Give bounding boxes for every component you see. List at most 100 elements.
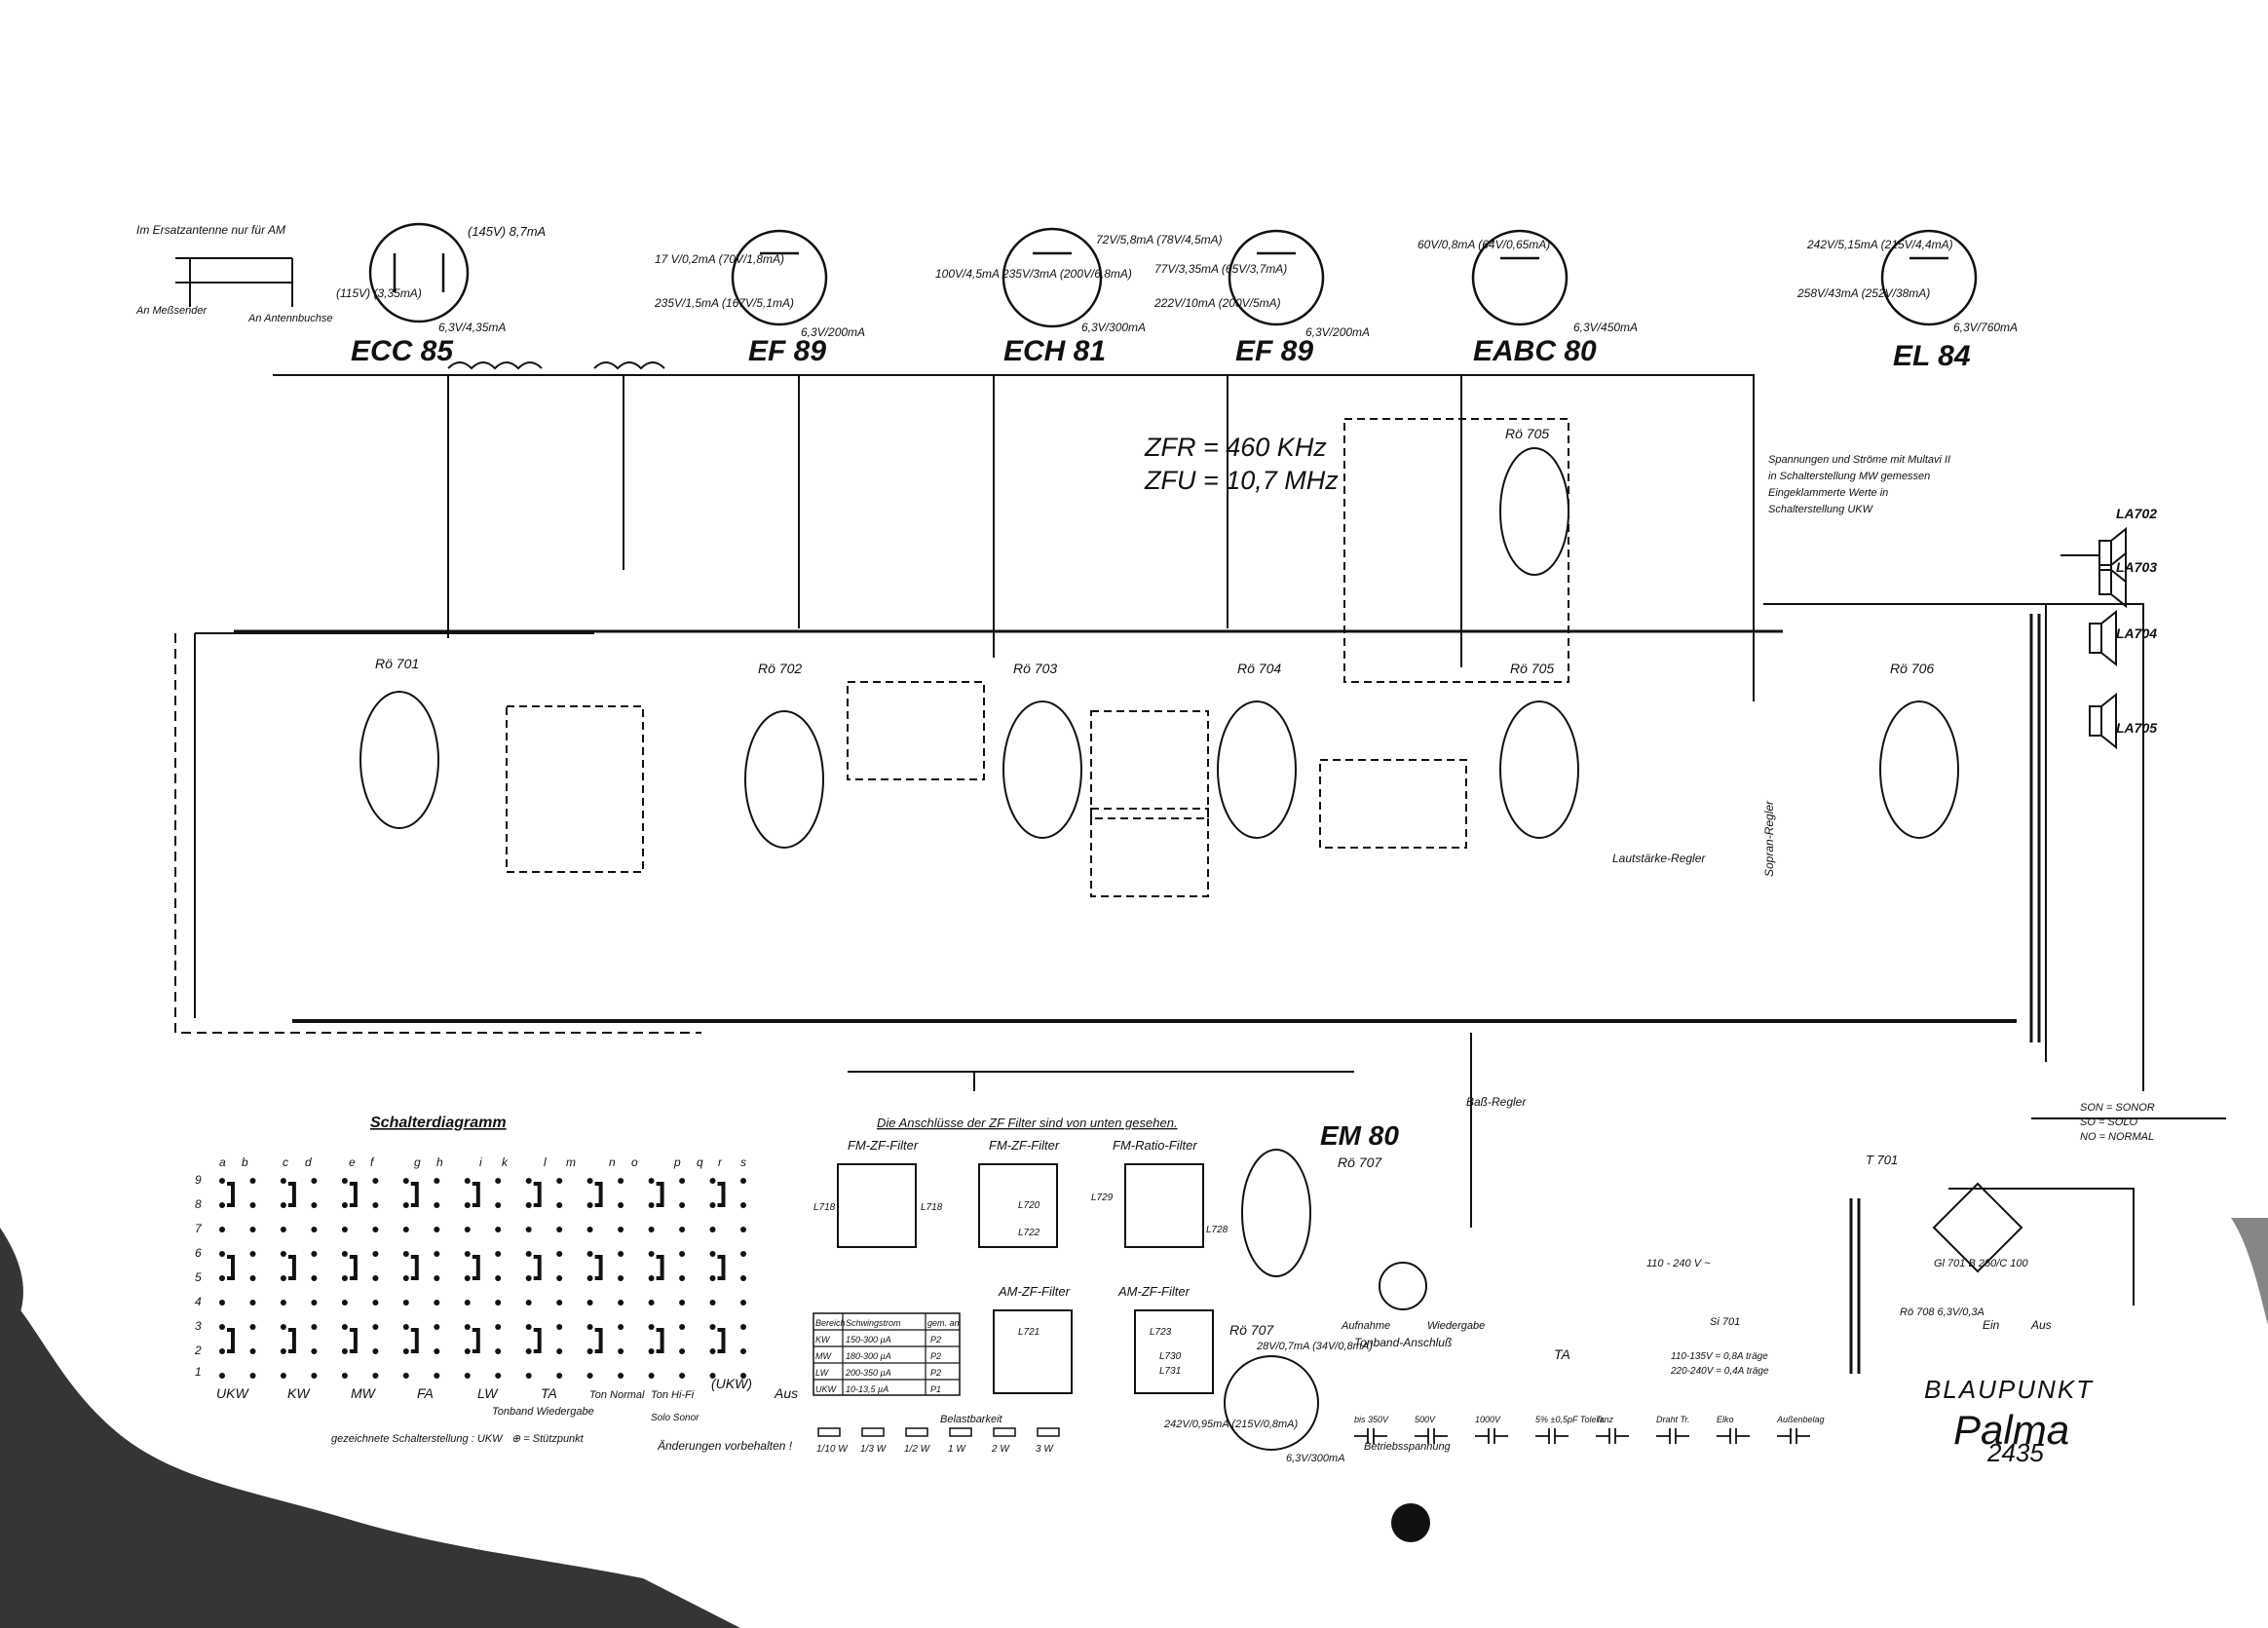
switch-contact-dot — [525, 1373, 532, 1379]
load-legend-item: 3 W — [1036, 1444, 1054, 1455]
switch-contact-dot — [740, 1227, 746, 1232]
switch-contact-dot — [618, 1275, 624, 1281]
switch-contact-dot — [280, 1202, 286, 1208]
switch-contact-dot — [709, 1373, 716, 1379]
switch-contact-dot — [740, 1202, 746, 1208]
svg-text:6: 6 — [195, 1246, 202, 1260]
svg-text:L729: L729 — [1091, 1193, 1114, 1203]
svg-text:4: 4 — [195, 1295, 202, 1308]
svg-text:Eingeklammerte Werte in: Eingeklammerte Werte in — [1768, 487, 1888, 499]
switch-contact-dot — [679, 1251, 686, 1257]
switch-contact-dot — [679, 1373, 686, 1379]
svg-text:SON = SONOR: SON = SONOR — [2080, 1102, 2155, 1114]
resistor-symbol — [817, 1427, 841, 1437]
switch-contact-dot — [434, 1227, 440, 1232]
wiring — [174, 361, 2226, 1451]
switch-contact-dot — [341, 1202, 348, 1208]
switch-contact-dot — [372, 1178, 379, 1184]
em80-block: EM 80 Rö 707 — [1320, 1120, 1399, 1170]
switch-contact-dot — [618, 1227, 624, 1232]
capacitor-symbol — [1656, 1428, 1689, 1444]
tube-ef89-label-2: EF 89 — [1235, 335, 1313, 367]
switch-contact-dot — [464, 1348, 471, 1354]
switch-positions: UKW KW MW FA LW TA Ton Normal Ton Hi-Fi … — [216, 1376, 798, 1401]
if-frequencies: ZFR = 460 KHz ZFU = 10,7 MHz — [1144, 433, 1339, 495]
stage-ro701: Rö 701 — [375, 656, 419, 671]
switch-contact-dot — [249, 1324, 256, 1330]
switch-contact-bar — [287, 1328, 296, 1353]
svg-text:(145V) 8,7mA: (145V) 8,7mA — [468, 224, 546, 239]
brand-block: BLAUPUNKT Palma 2435 — [1924, 1375, 2092, 1467]
switch-contact-dot — [280, 1324, 286, 1330]
svg-text:Wiedergabe: Wiedergabe — [1427, 1320, 1485, 1332]
svg-text:k: k — [502, 1155, 509, 1169]
switch-contact-dot — [464, 1324, 471, 1330]
switch-contact-dot — [709, 1202, 716, 1208]
range-table-cell: P2 — [930, 1335, 941, 1344]
antenna-right-label: An Antennbuchse — [247, 313, 332, 324]
switch-contact-dot — [434, 1251, 440, 1257]
svg-text:FA: FA — [417, 1385, 434, 1401]
switch-contact-dot — [556, 1275, 563, 1281]
svg-text:a: a — [219, 1155, 226, 1169]
tube-ef89-label-1: EF 89 — [748, 335, 826, 367]
switch-contact-dot — [219, 1324, 225, 1330]
svg-text:6,3V/450mA: 6,3V/450mA — [1573, 321, 1638, 334]
cap-legend-item: Elko — [1717, 1415, 1734, 1424]
switch-contact-bar — [594, 1182, 603, 1207]
bass-control-label: Baß-Regler — [1466, 1095, 1527, 1109]
switch-contact-bar — [349, 1255, 358, 1280]
svg-text:L730: L730 — [1159, 1351, 1182, 1362]
on-off-switch: Ein Aus — [1983, 1318, 2052, 1332]
stage-ro704: Rö 704 — [1237, 661, 1281, 676]
svg-text:242V/0,95mA (215V/0,8mA): 242V/0,95mA (215V/0,8mA) — [1163, 1419, 1299, 1430]
switch-contact-dot — [464, 1227, 471, 1232]
switch-contact-dot — [311, 1275, 318, 1281]
range-table-cell: P1 — [930, 1384, 941, 1394]
switch-contact-dot — [219, 1202, 225, 1208]
switch-contact-dot — [740, 1324, 746, 1330]
switch-contact-bar — [656, 1328, 664, 1353]
switch-contact-bar — [533, 1255, 542, 1280]
switch-contact-dot — [372, 1373, 379, 1379]
resistor-symbol — [993, 1427, 1016, 1437]
svg-text:c: c — [283, 1155, 288, 1169]
svg-text:Spannungen und Ströme mit Mult: Spannungen und Ströme mit Multavi II — [1768, 454, 1950, 466]
svg-text:6,3V/200mA: 6,3V/200mA — [1305, 325, 1370, 339]
svg-text:L722: L722 — [1018, 1228, 1040, 1238]
stage-labels: Rö 701 Rö 702 Rö 703 Rö 704 Rö 705 Rö 70… — [375, 426, 1934, 676]
switch-contact-dot — [372, 1227, 379, 1232]
svg-text:Aus: Aus — [774, 1385, 798, 1401]
svg-text:L721: L721 — [1018, 1327, 1040, 1338]
switch-contact-bar — [349, 1182, 358, 1207]
control-labels: Lautstärke-Regler Sopran-Regler Baß-Regl… — [1466, 800, 1776, 1109]
resistor-symbol — [905, 1427, 928, 1437]
svg-text:SO = SOLO: SO = SOLO — [2080, 1117, 2137, 1128]
switch-contact-dot — [219, 1300, 225, 1306]
antenna-note: Im Ersatzantenne nur für AM — [136, 223, 285, 237]
switch-contact-dot — [679, 1202, 686, 1208]
switch-contact-dot — [586, 1275, 593, 1281]
switch-contact-dot — [586, 1373, 593, 1379]
switch-contact-bar — [472, 1255, 480, 1280]
switch-contact-dot — [219, 1178, 225, 1184]
svg-text:Schwingstrom: Schwingstrom — [846, 1318, 901, 1328]
stage-ro703: Rö 703 — [1013, 661, 1057, 676]
tape-connector: Aufnahme Wiedergabe Tonband-Anschluß TA — [1341, 1262, 1570, 1362]
capacitor-symbol — [1535, 1428, 1569, 1444]
svg-text:Schalterstellung UKW: Schalterstellung UKW — [1768, 504, 1874, 515]
volume-control-label: Lautstärke-Regler — [1612, 852, 1706, 865]
switch-contact-bar — [717, 1182, 726, 1207]
switch-contact-dot — [525, 1251, 532, 1257]
power-supply: T 701 Gl 701 B 250/C 100 Si 701 110 - 24… — [1646, 1153, 2029, 1377]
svg-text:6,3V/4,35mA: 6,3V/4,35mA — [438, 321, 506, 334]
switch-contact-bar — [227, 1328, 235, 1353]
switch-contact-dot — [249, 1178, 256, 1184]
switch-contact-dot — [402, 1300, 409, 1306]
switch-contact-dot — [648, 1202, 655, 1208]
switch-contact-dot — [311, 1178, 318, 1184]
range-table-cell: 200-350 µA — [845, 1368, 891, 1378]
capacitor-symbol — [1354, 1428, 1387, 1444]
svg-text:n: n — [609, 1155, 616, 1169]
stage-ro705-a: Rö 705 — [1505, 426, 1549, 441]
